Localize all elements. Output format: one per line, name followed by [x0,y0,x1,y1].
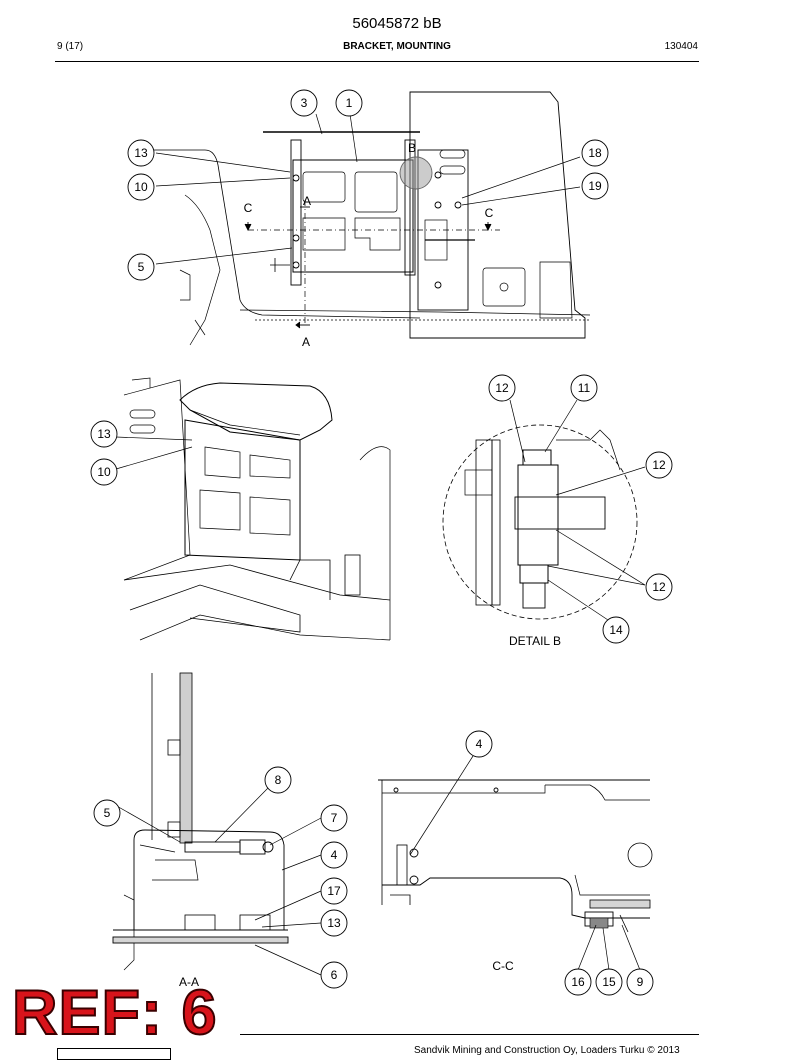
company-logo [57,1048,171,1060]
header-divider [55,61,699,62]
ref-stamp: REF: 6 [11,978,218,1048]
footer-copyright: Sandvik Mining and Construction Oy, Load… [414,1045,680,1056]
balloon-iso-13: 13 [97,427,111,441]
balloon-cc-15: 15 [602,975,616,989]
balloon-detail-14: 14 [609,623,623,637]
balloon-top-13: 13 [134,146,148,160]
detail-letter-b: B [408,141,416,155]
section-letter-c-left: C [244,201,253,215]
document-title: BRACKET, MOUNTING [343,41,451,52]
balloon-detail-12-c: 12 [652,580,666,594]
balloon-aa-13: 13 [327,916,341,930]
balloon-top-3: 3 [301,96,308,110]
balloon-iso-10: 10 [97,465,111,479]
balloon-aa-7: 7 [331,811,338,825]
balloon-top-18: 18 [588,146,602,160]
balloon-aa-5: 5 [104,806,111,820]
document-date: 130404 [664,41,698,52]
balloon-detail-11: 11 [578,381,591,395]
detail-b-label: DETAIL B [509,634,561,648]
section-aa-view: 8 5 7 4 17 13 6 A-A [93,672,348,989]
balloon-aa-8: 8 [275,773,282,787]
balloon-top-1: 1 [346,96,353,110]
section-letter-c-right: C [485,206,494,220]
balloon-top-19: 19 [588,179,602,193]
top-view: 3 1 13 10 5 18 19 A A B C C [127,89,609,349]
detail-b-view: 12 11 12 12 14 DETAIL B [442,374,673,648]
balloon-detail-12-b: 12 [652,458,666,472]
balloon-top-10: 10 [134,180,148,194]
balloon-top-5: 5 [138,260,145,274]
document-number: 56045872 bB [352,15,442,32]
balloon-cc-16: 16 [571,975,585,989]
balloon-detail-12-a: 12 [495,381,509,395]
page-indicator: 9 (17) [57,41,84,52]
section-cc-label: C-C [492,959,514,973]
balloon-cc-4: 4 [476,737,483,751]
balloon-aa-6: 6 [331,968,338,982]
isometric-view: 13 10 [90,377,391,641]
section-aa-label: A-A [179,975,199,989]
section-letter-a-top: A [303,194,311,208]
balloon-cc-9: 9 [637,975,644,989]
balloon-aa-17: 17 [327,884,341,898]
section-cc-view: 4 16 15 9 C-C [378,730,654,996]
balloon-aa-4: 4 [331,848,338,862]
section-letter-a-bottom: A [302,335,310,349]
footer-divider [240,1034,699,1035]
